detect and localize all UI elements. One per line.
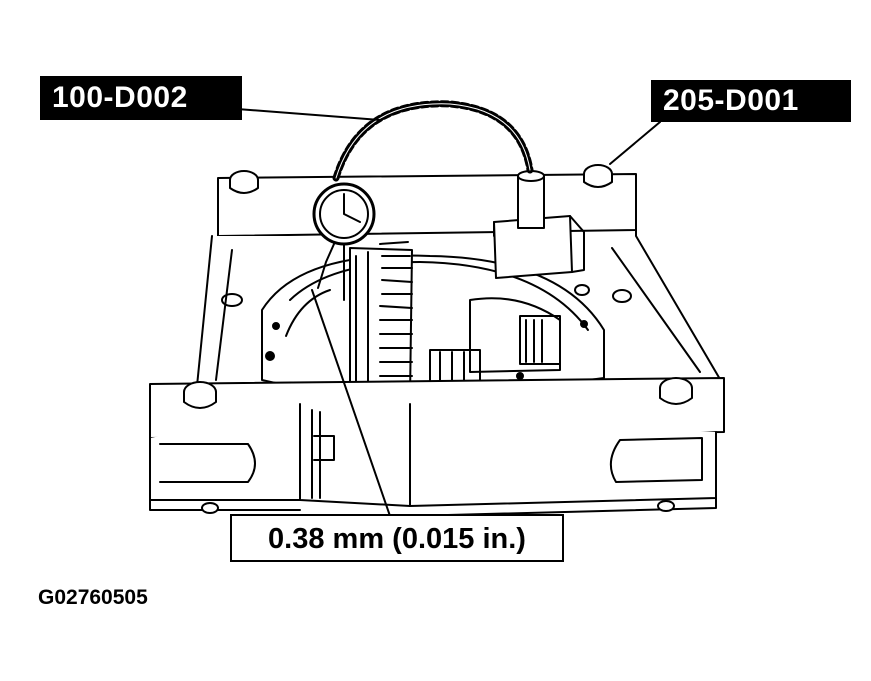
tool-callout-205-d001: 205-D001: [651, 80, 851, 122]
bolt-heads: [183, 164, 693, 514]
leader-lines: [223, 107, 661, 517]
figure-id: G02760505: [38, 586, 148, 609]
front-frame: [149, 377, 725, 517]
dial-indicator: [312, 182, 376, 301]
magnetic-base: [493, 170, 585, 279]
measurement-callout: 0.38 mm (0.015 in.): [230, 514, 564, 562]
flexible-arm: [332, 100, 534, 182]
ring-gear: [349, 241, 413, 399]
tool-callout-100-d002: 100-D002: [40, 76, 242, 120]
